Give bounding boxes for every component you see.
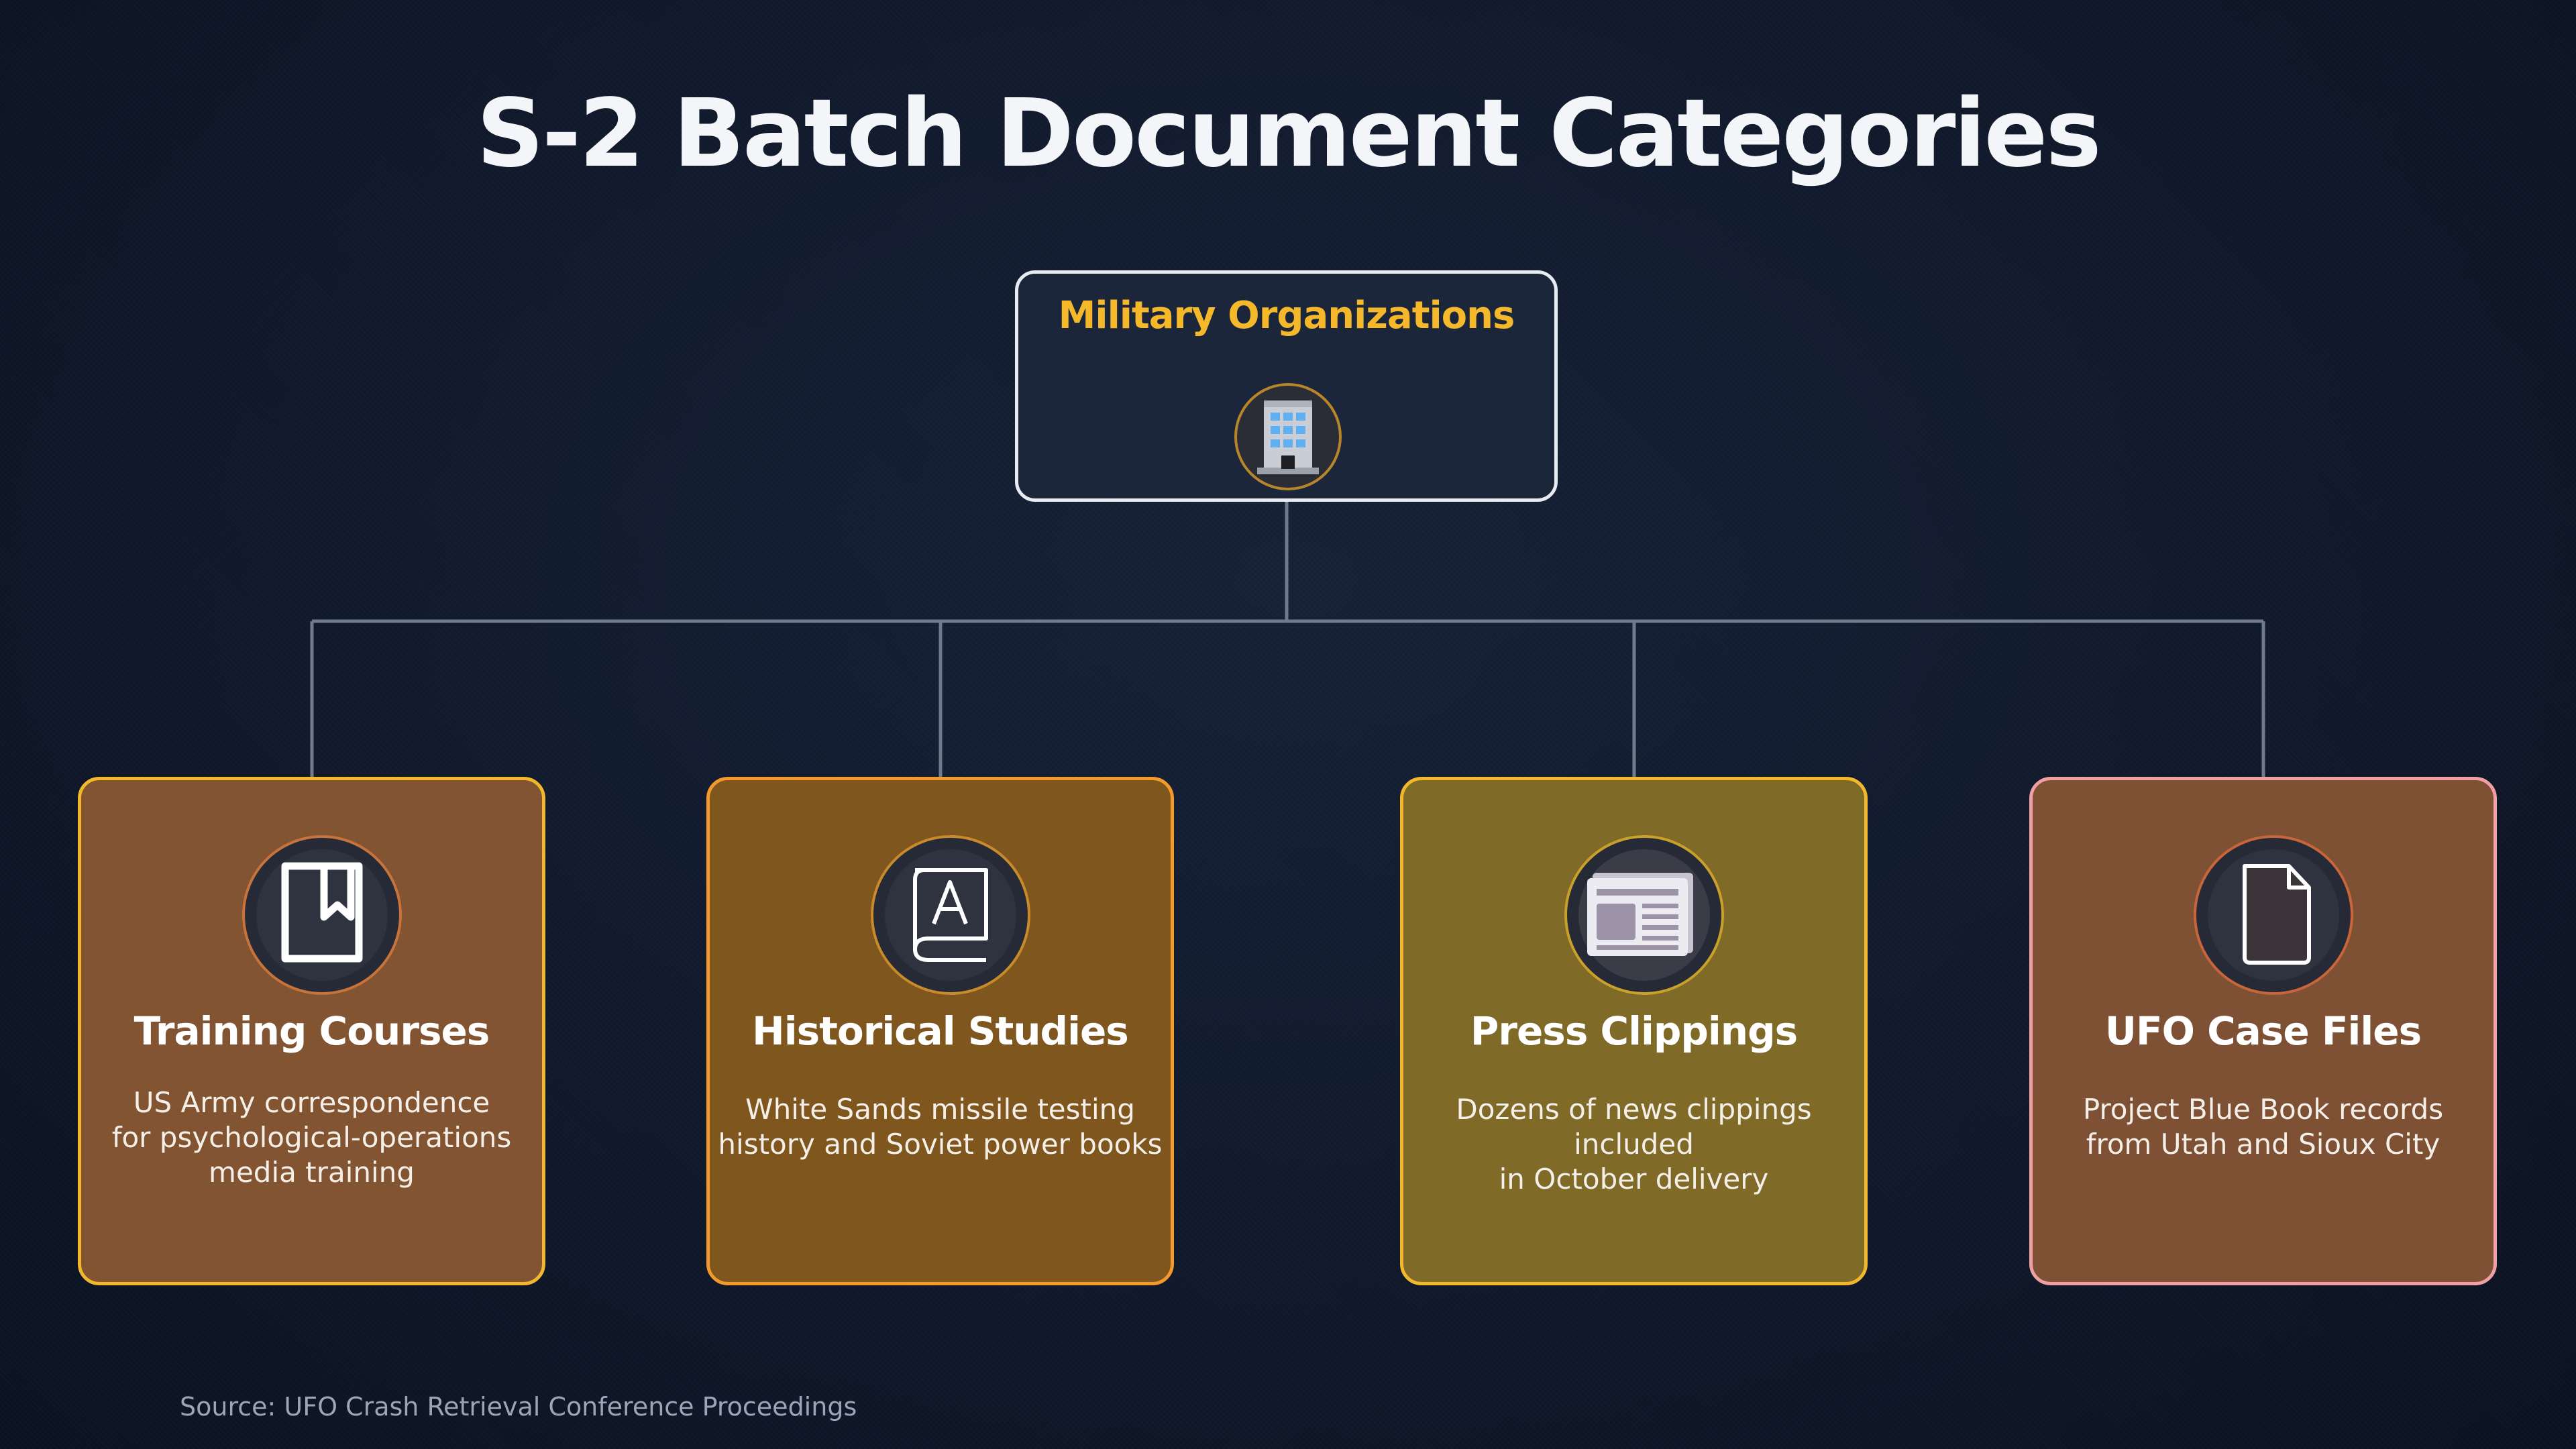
category-description: US Army correspondence for psychological… — [111, 1086, 512, 1189]
diagram-title: S-2 Batch Document Categories — [476, 79, 2102, 189]
document-icon — [2194, 835, 2353, 995]
root-node-label: Military Organizations — [1058, 294, 1515, 337]
category-card-press-clippings[interactable]: Press Clippings Dozens of news clippings… — [1400, 777, 1868, 1285]
office-building-icon — [1234, 383, 1342, 490]
category-card-ufo-case-files[interactable]: UFO Case Files Project Blue Book records… — [2029, 777, 2497, 1285]
category-description: Project Blue Book records from Utah and … — [2082, 1093, 2444, 1161]
category-card-training-courses[interactable]: Training Courses US Army correspondence … — [78, 777, 545, 1285]
category-card-historical-studies[interactable]: Historical Studies White Sands missile t… — [706, 777, 1174, 1285]
category-description: Dozens of news clippings included in Oct… — [1456, 1093, 1812, 1195]
category-description: White Sands missile testing history and … — [718, 1093, 1163, 1161]
newspaper-icon — [1564, 835, 1724, 995]
category-title: Training Courses — [133, 1008, 490, 1054]
bookmark-book-icon — [242, 835, 402, 995]
root-node-military-organizations[interactable]: Military Organizations — [1015, 270, 1558, 502]
category-title: UFO Case Files — [2104, 1008, 2422, 1054]
source-citation: Source: UFO Crash Retrieval Conference P… — [180, 1392, 857, 1421]
category-title: Historical Studies — [752, 1008, 1129, 1054]
book-letter-a-icon — [871, 835, 1030, 995]
category-title: Press Clippings — [1470, 1008, 1798, 1054]
